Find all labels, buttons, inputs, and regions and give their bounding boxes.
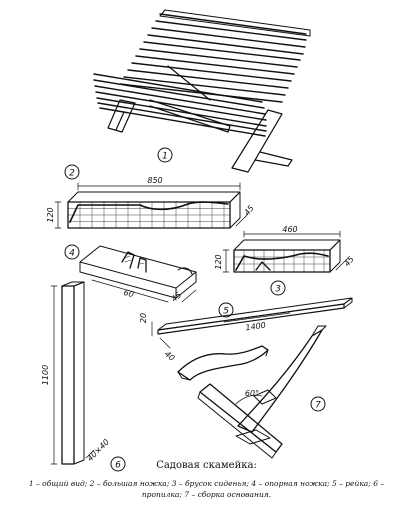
part-6-number: 6 <box>115 461 121 471</box>
figure-caption-title: Садовая скамейка: <box>156 460 257 471</box>
dim-40: 40 <box>163 349 177 362</box>
post-drawing: 1100 40×40 6 <box>41 281 126 472</box>
part-2-marker <box>64 164 80 180</box>
part-6-marker <box>110 456 126 472</box>
curved-leg-part <box>177 345 269 381</box>
backrest-slats <box>119 9 311 103</box>
dim-45-b: 45 <box>342 255 355 269</box>
figure-caption-text: 1 – общий вид; 2 – большая ножка; 3 – бр… <box>28 479 385 499</box>
part-1-number: 1 <box>162 152 168 162</box>
part-7-number: 7 <box>315 401 321 411</box>
part-2-number: 2 <box>69 169 75 179</box>
part-4-marker <box>64 244 80 260</box>
part-1-marker <box>157 147 173 163</box>
seat-bar-drawing: 460 120 45 3 <box>214 225 356 296</box>
part-3-marker <box>270 280 286 296</box>
dim-460: 460 <box>282 225 297 234</box>
slat-drawing: 5 1400 20 40 <box>139 297 353 363</box>
dim-45-c: 45 <box>170 290 184 303</box>
dim-1400: 1400 <box>245 321 266 333</box>
large-leg-drawing: 2 850 120 45 <box>46 164 256 229</box>
bench-legs <box>107 65 293 173</box>
dim-60-degree: 60° <box>245 389 259 398</box>
part-3-number: 3 <box>275 285 281 295</box>
dim-1100: 1100 <box>41 365 50 385</box>
part-4-number: 4 <box>69 249 75 259</box>
dim-45-a: 45 <box>242 204 255 218</box>
support-leg-drawing: 4 60 45 <box>64 244 197 304</box>
base-assembly-drawing: 60° 7 <box>197 325 327 459</box>
large-leg-grid <box>67 201 231 229</box>
dim-120-b: 120 <box>214 254 223 269</box>
dim-850: 850 <box>147 176 162 185</box>
part-5-number: 5 <box>223 307 229 317</box>
bench-general-view: 1 <box>93 9 311 173</box>
dim-120-a: 120 <box>46 207 55 222</box>
part-7-marker <box>310 396 326 412</box>
part-5-marker <box>218 302 234 318</box>
dim-20: 20 <box>139 313 148 323</box>
dim-60: 60 <box>123 288 135 299</box>
